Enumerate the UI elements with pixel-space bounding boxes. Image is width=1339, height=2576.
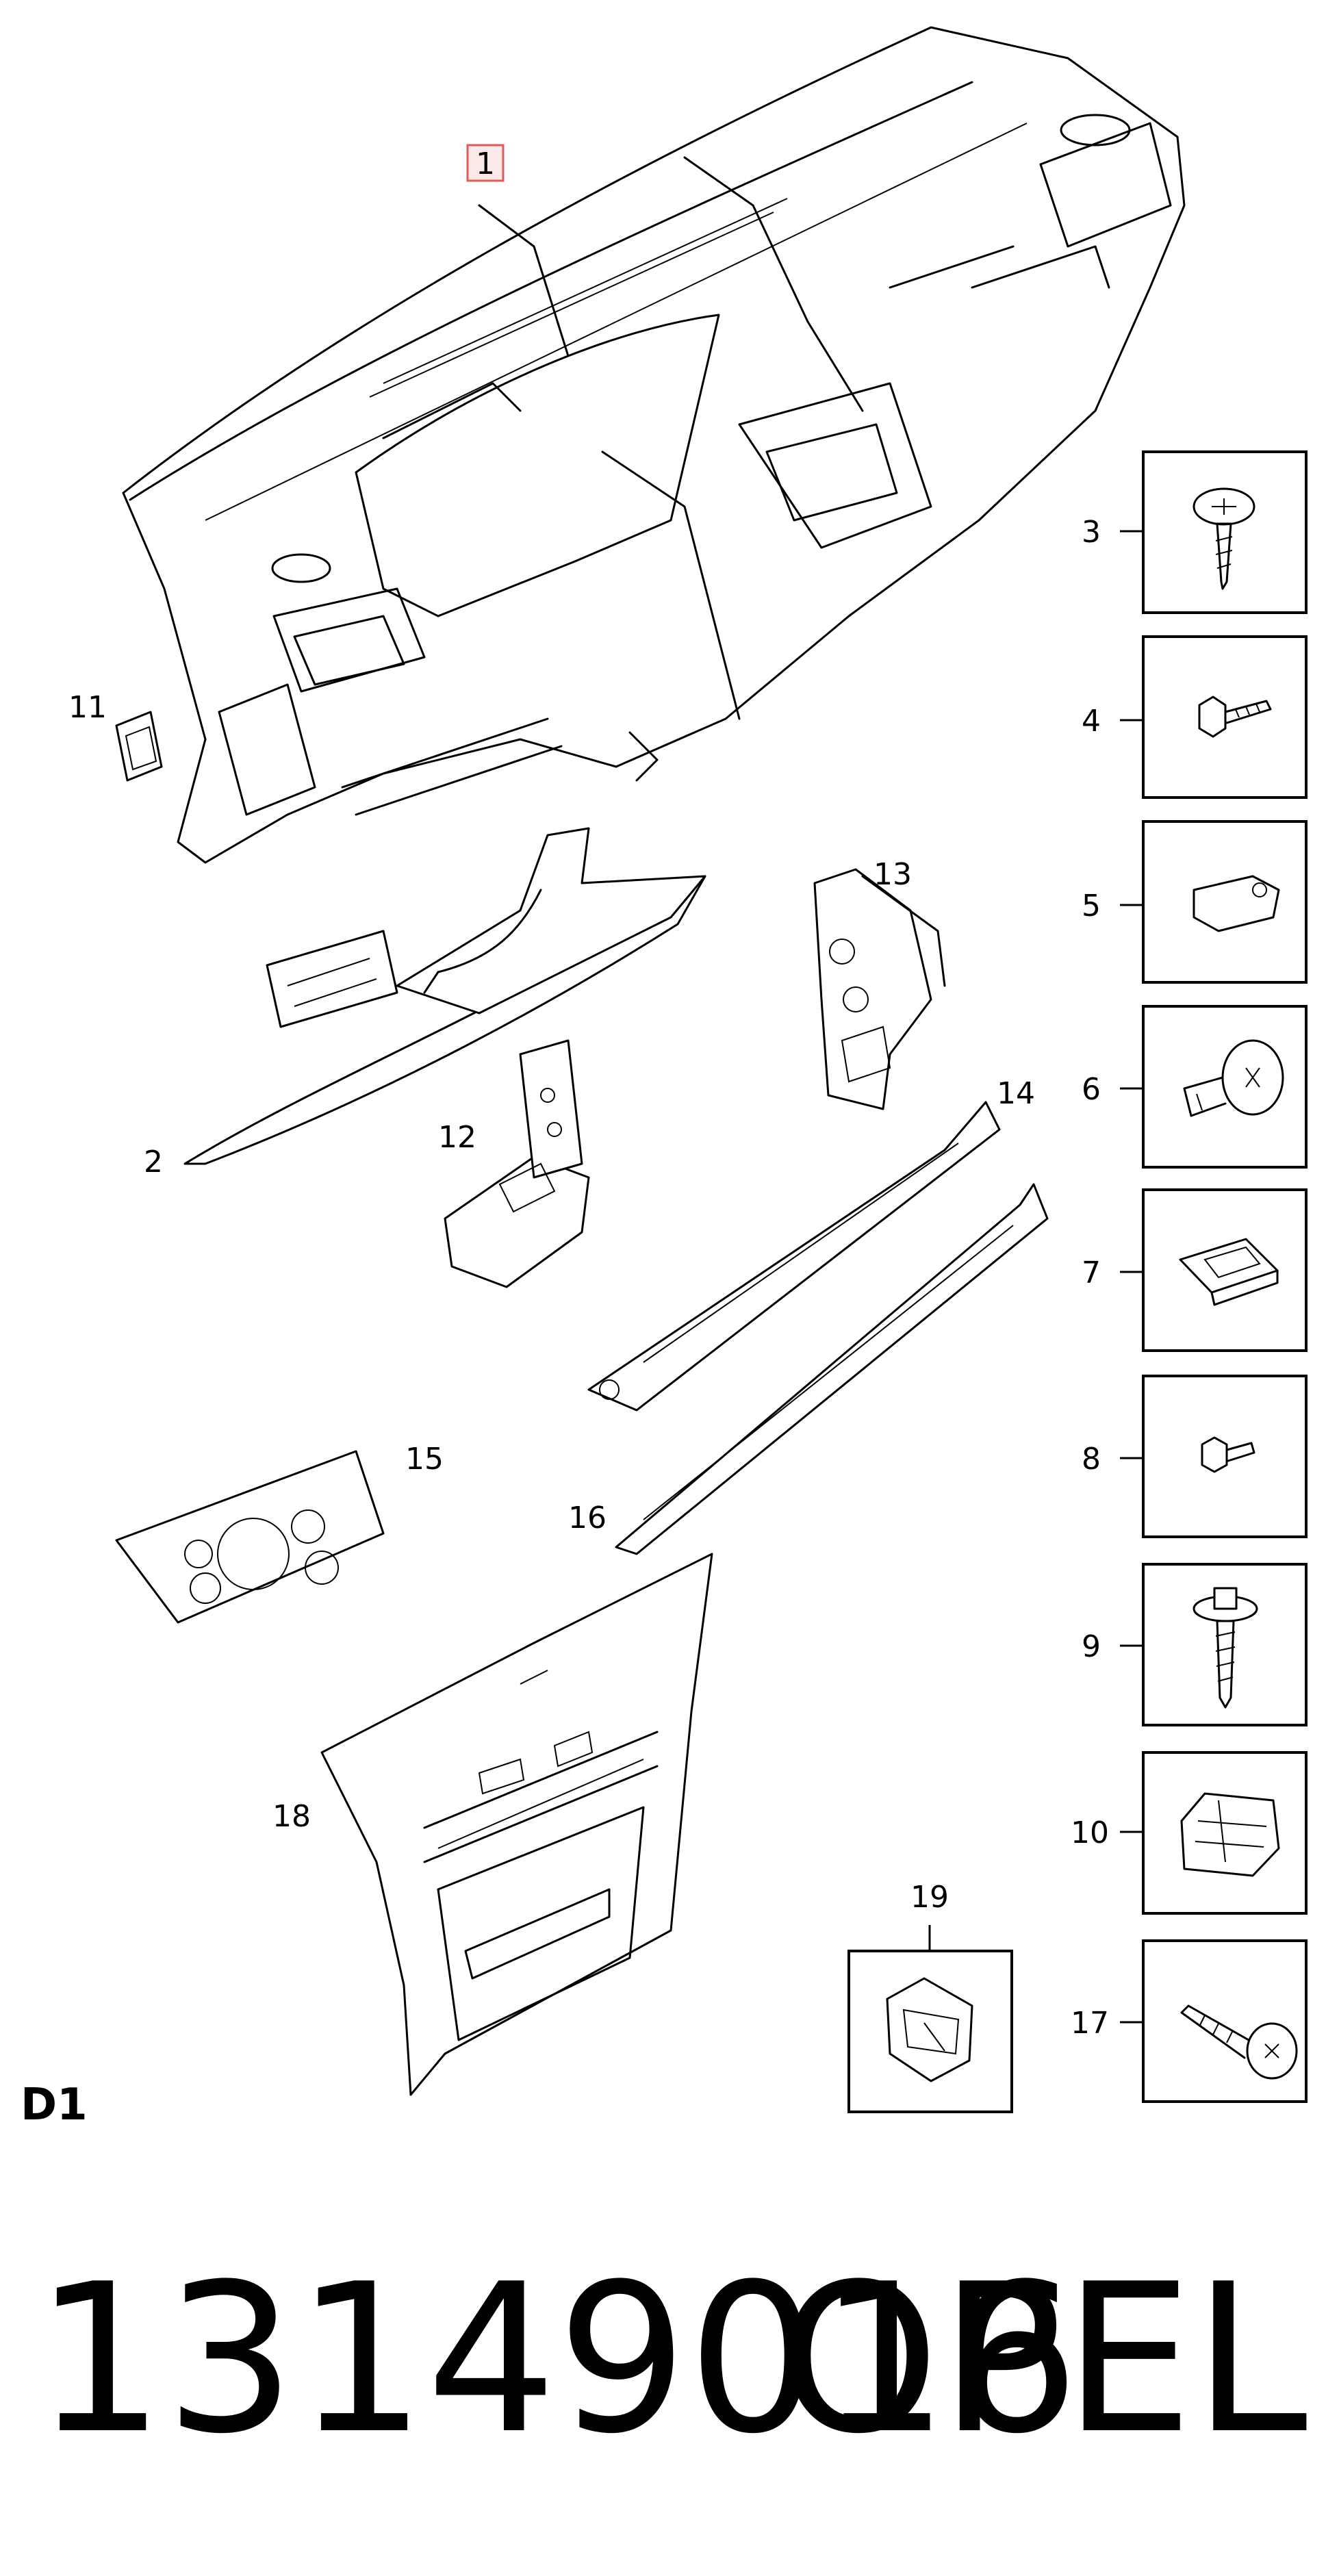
- part-13-bracket: [813, 868, 946, 1110]
- callout-6: 6: [1082, 1072, 1101, 1107]
- part-12-bracket: [444, 1039, 590, 1288]
- part-2-lower-trim: [183, 827, 706, 1165]
- callout-1-box: [466, 144, 505, 182]
- callout-8: 8: [1082, 1442, 1101, 1477]
- callout-19: 19: [910, 1880, 949, 1915]
- fastener-17: [1120, 1939, 1308, 2103]
- part-1-instrument-panel: [122, 26, 1186, 864]
- fastener-5-box: [1142, 820, 1308, 984]
- callout-11: 11: [68, 690, 107, 725]
- part-11-cap: [115, 711, 163, 782]
- callout-7: 7: [1082, 1255, 1101, 1290]
- callout-5: 5: [1082, 889, 1101, 923]
- callout-2: 2: [144, 1145, 163, 1179]
- callout-16: 16: [568, 1501, 607, 1535]
- fastener-10: [1120, 1751, 1308, 1915]
- brand-name: OPEL: [778, 2240, 1308, 2479]
- fastener-3-box: [1142, 450, 1308, 614]
- fastener-17-box: [1142, 1939, 1308, 2103]
- fastener-5: [1120, 820, 1308, 984]
- fastener-3: [1120, 450, 1308, 614]
- fastener-8: [1120, 1375, 1308, 1538]
- fastener-7: [1120, 1188, 1308, 1352]
- part-15-switch-panel: [115, 1450, 385, 1624]
- callout-1-highlighted: 1: [466, 144, 505, 182]
- callout-12: 12: [438, 1120, 476, 1155]
- fastener-4: [1120, 635, 1308, 799]
- callout-9: 9: [1082, 1629, 1101, 1664]
- fastener-9: [1120, 1563, 1308, 1726]
- fastener-6: [1120, 1005, 1308, 1169]
- callout-4: 4: [1082, 704, 1101, 739]
- callout-15: 15: [405, 1442, 444, 1477]
- callout-13: 13: [873, 857, 912, 892]
- callout-3: 3: [1082, 515, 1101, 550]
- callout-10: 10: [1071, 1815, 1109, 1850]
- callout-1-label: 1: [476, 146, 495, 181]
- fastener-19: [847, 1925, 1013, 2113]
- part-14-trim-strip: [587, 1101, 1001, 1412]
- section-label: D1: [21, 2080, 88, 2130]
- callout-14: 14: [997, 1076, 1035, 1111]
- part-16-trim-strip: [615, 1183, 1049, 1555]
- callout-18: 18: [272, 1799, 311, 1834]
- part-18-center-console: [320, 1553, 713, 2096]
- callout-17: 17: [1071, 2006, 1109, 2041]
- part-number: 13149016: [34, 2240, 1080, 2479]
